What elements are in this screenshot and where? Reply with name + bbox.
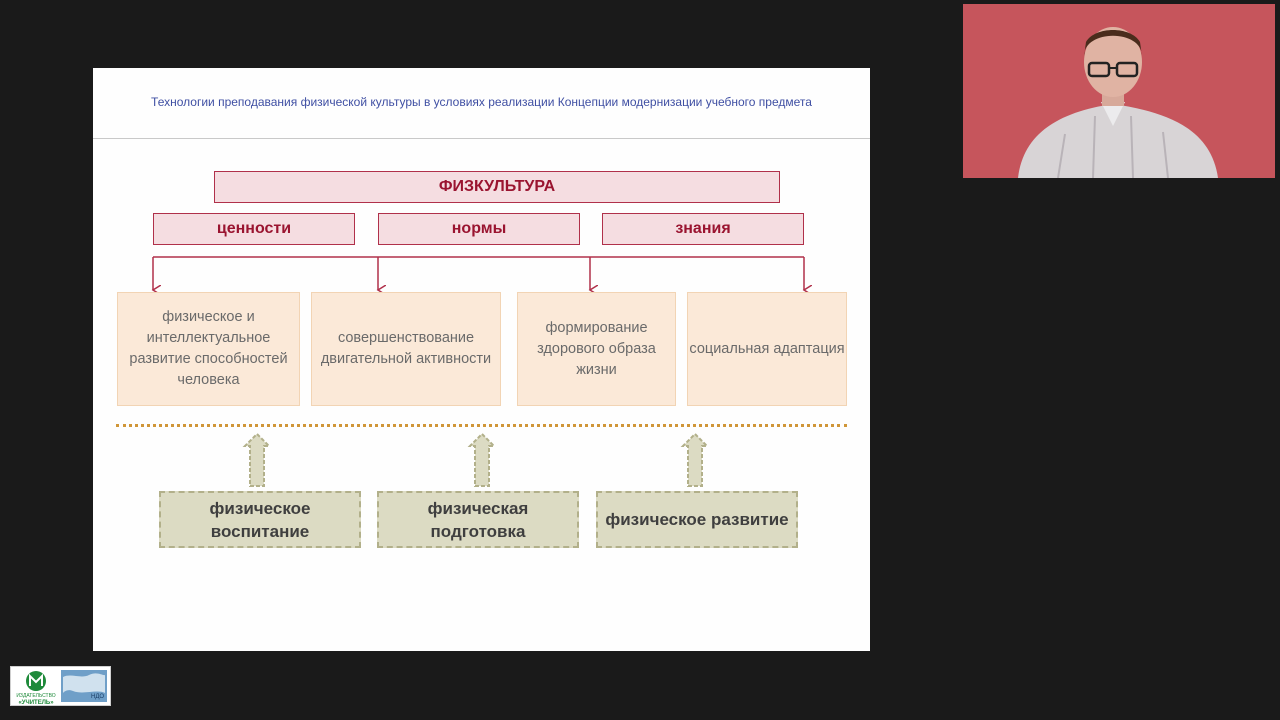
svg-text:«УЧИТЕЛЬ»: «УЧИТЕЛЬ» [18,700,54,706]
outcome-box-1: физическое и интеллектуальное развитие с… [117,292,300,406]
publisher-logo: ИЗДАТЕЛЬСТВО «УЧИТЕЛЬ» НДО [10,666,111,706]
outcome-box-2: совершенствование двигательной активност… [311,292,501,406]
up-arrows [245,434,707,486]
svg-text:ИЗДАТЕЛЬСТВО: ИЗДАТЕЛЬСТВО [16,693,55,699]
presenter-video [963,4,1275,178]
source-box-2: физическая подготовка [377,491,579,548]
presenter-image [963,4,1275,178]
up-arrow-icon-2 [470,434,494,486]
source-box-3: физическое развитие [596,491,798,548]
outcome-box-3: формирование здорового образа жизни [517,292,676,406]
svg-text:НДО: НДО [91,694,104,700]
publisher-logo-image: ИЗДАТЕЛЬСТВО «УЧИТЕЛЬ» НДО [11,667,112,707]
outcome-box-4: социальная адаптация [687,292,847,406]
up-arrow-icon-1 [245,434,269,486]
presentation-slide: Технологии преподавания физической культ… [93,68,870,651]
branch-lines [153,257,804,290]
dotted-separator [116,424,847,427]
up-arrow-icon-3 [683,434,707,486]
source-box-1: физическое воспитание [159,491,361,548]
